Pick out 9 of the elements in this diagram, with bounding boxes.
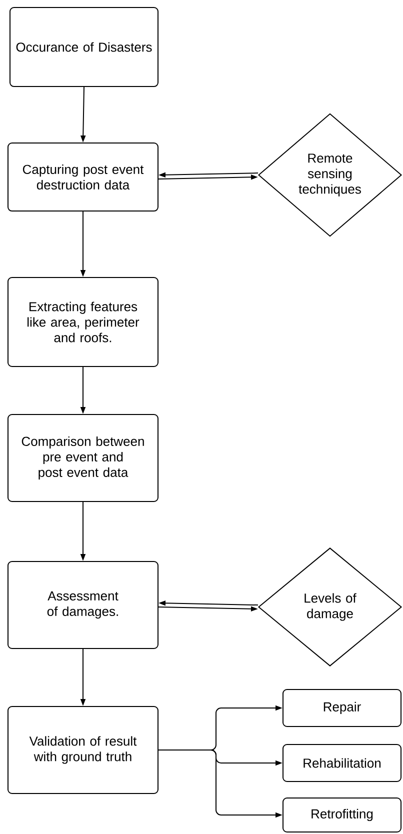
process-box: Comparison between pre event and post event data bbox=[8, 414, 158, 502]
outcome-box: Rehabilitation bbox=[282, 744, 402, 782]
process-box: Extracting features like area, perimeter and roofs. bbox=[8, 277, 158, 367]
process-box: Validation of result with ground truth bbox=[8, 706, 158, 794]
process-box: Capturing post event destruction data bbox=[8, 142, 158, 212]
outcome-box: Repair bbox=[282, 689, 402, 727]
outcome-box: Retrofitting bbox=[282, 798, 402, 832]
process-box: Occurance of Disasters bbox=[10, 7, 158, 87]
process-box: Assessment of damages. bbox=[8, 561, 158, 649]
